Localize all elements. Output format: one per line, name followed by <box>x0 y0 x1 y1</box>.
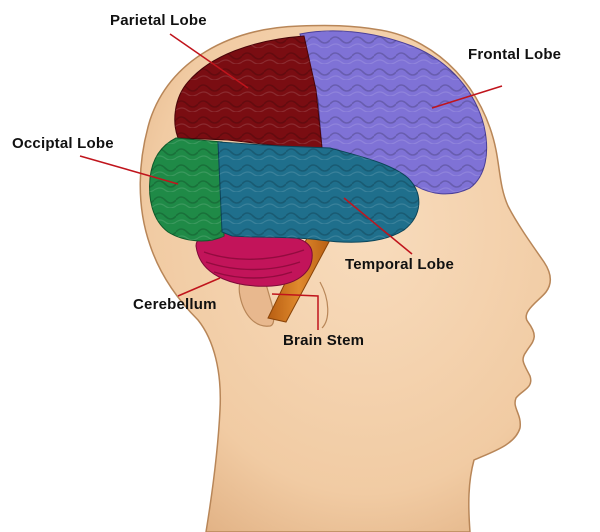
temporal-lobe-texture <box>218 142 419 243</box>
cerebellum-leader-line <box>177 277 221 297</box>
cerebellum-label: Cerebellum <box>133 296 217 313</box>
frontal-leader-line <box>431 85 503 109</box>
brain-stem-leader-line <box>271 293 319 330</box>
jaw-line <box>319 281 329 329</box>
parietal-leader-line <box>169 33 249 89</box>
occipital-lobe-label: Occiptal Lobe <box>12 135 114 152</box>
occipital-leader-line <box>79 155 179 185</box>
occipital-lobe-texture <box>149 138 224 241</box>
brain-stem-label: Brain Stem <box>283 332 365 349</box>
parietal-lobe-label: Parietal Lobe <box>110 12 207 29</box>
temporal-leader-line <box>343 197 413 255</box>
frontal-lobe-label: Frontal Lobe <box>468 46 562 63</box>
cerebellum-folds <box>203 249 305 279</box>
parietal-lobe-texture <box>174 36 322 148</box>
temporal-lobe-label: Temporal Lobe <box>345 256 454 273</box>
